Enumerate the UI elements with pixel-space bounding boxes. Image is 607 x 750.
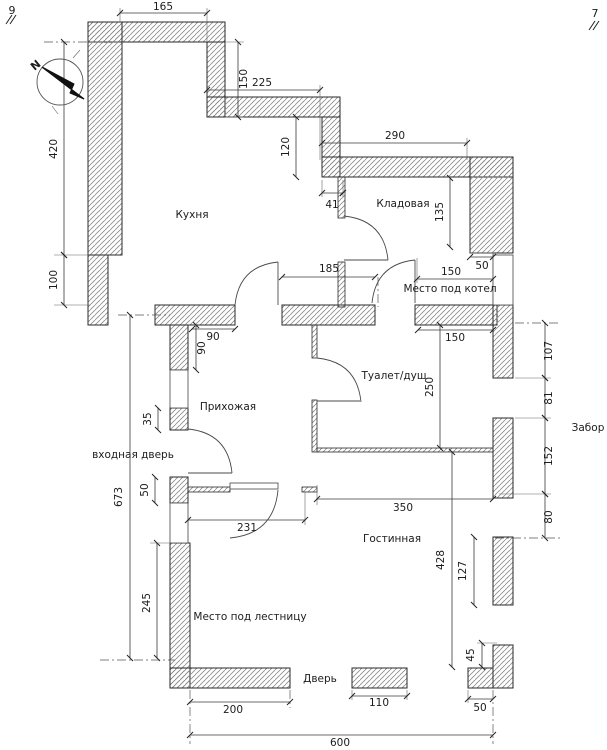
wall-segment (469, 156, 514, 254)
window-opening (492, 254, 514, 306)
windows (169, 254, 514, 544)
window-opening (169, 502, 189, 544)
entrance-door-arc (187, 428, 233, 474)
dim-label: 50 (139, 483, 151, 496)
dim-label: 150 (445, 332, 465, 344)
wall-segment (337, 261, 346, 308)
dim-label: 81 (543, 391, 555, 404)
wall-segment (187, 486, 231, 493)
dimension-labels: 165 150 225 120 290 41 135 420 100 185 5… (48, 1, 555, 749)
dim-label: 150 (441, 266, 461, 278)
wall-segment (492, 304, 514, 379)
wall-segment (311, 324, 318, 359)
corner-mark-right-label: 7 (592, 7, 599, 20)
dim-label: 35 (142, 412, 154, 425)
dim-label: 50 (475, 260, 488, 272)
wall-segment (492, 536, 514, 606)
window-opening (169, 369, 189, 409)
wall-segment (337, 176, 346, 219)
walls (87, 21, 514, 689)
dim-label: 41 (325, 199, 338, 211)
dim-label: 90 (196, 341, 208, 354)
dim-label: 165 (153, 1, 173, 13)
wall-segment (87, 254, 109, 326)
dim-label: 110 (369, 697, 389, 709)
north-compass: N (28, 49, 85, 115)
boiler-door-arc (371, 259, 416, 304)
label-fence: Забор (572, 422, 605, 434)
wall-segment (311, 399, 318, 453)
compass-circle (36, 58, 84, 106)
doors (187, 215, 416, 539)
label-entrance-door: входная дверь (92, 449, 174, 461)
wall-segment (169, 476, 189, 504)
wall-segment (169, 667, 291, 689)
wall-segment (169, 542, 191, 689)
dim-label: 185 (319, 263, 339, 275)
living-room-door-arc (229, 489, 279, 539)
bathroom-door-arc (316, 357, 362, 403)
wall-segment (414, 304, 498, 326)
dimension-lines (60, 9, 549, 739)
room-label-kitchen: Кухня (175, 209, 208, 221)
corner-mark-left-label: 9 (9, 4, 16, 17)
room-labels: Кухня Кладовая Место под котел Туалет/ду… (92, 198, 605, 685)
wall-segment (316, 447, 494, 453)
dim-label: 107 (543, 341, 555, 361)
dim-label: 100 (48, 270, 60, 290)
dim-label: 120 (280, 137, 292, 157)
wall-segment (169, 407, 189, 431)
dim-label: 200 (223, 704, 243, 716)
corner-mark-left: 9 (5, 4, 17, 25)
wall-segment (169, 324, 189, 371)
wall-segment (87, 21, 123, 256)
compass-arrow-line (41, 66, 85, 100)
compass-north-label: N (28, 57, 43, 73)
wall-segment (281, 304, 376, 326)
dim-label: 135 (434, 202, 446, 222)
room-label-bathroom: Туалет/душ (361, 370, 427, 382)
wall-segment (301, 486, 318, 493)
wall-segment (492, 644, 514, 689)
dim-label: 152 (543, 446, 555, 466)
dim-label: 420 (48, 139, 60, 159)
wall-segment (492, 417, 514, 499)
dim-label: 80 (543, 510, 555, 523)
wall-segment (351, 667, 408, 689)
kitchen-door-arc (234, 261, 279, 306)
wall-segment (154, 304, 236, 326)
room-label-pantry: Кладовая (376, 198, 429, 210)
dim-label: 350 (393, 502, 413, 514)
dim-label: 250 (424, 377, 436, 397)
dim-label: 290 (385, 130, 405, 142)
room-label-living-room: Гостинная (363, 533, 421, 545)
dim-label: 231 (237, 522, 257, 534)
dim-label: 50 (473, 702, 486, 714)
dim-label: 150 (238, 69, 250, 89)
dim-label: 245 (141, 593, 153, 613)
room-label-staircase-spot: Место под лестницу (193, 611, 306, 623)
room-label-boiler-spot: Место под котел (403, 283, 496, 295)
dim-label: 225 (252, 77, 272, 89)
dim-label: 600 (330, 737, 350, 749)
living-room-door-leaf (229, 482, 279, 490)
dim-label: 673 (113, 487, 125, 507)
corner-mark-right: 7 (588, 7, 600, 31)
room-label-hallway: Прихожая (200, 401, 256, 413)
pantry-door-arc (343, 215, 389, 261)
wall-segment (467, 667, 494, 689)
dim-label: 127 (457, 561, 469, 581)
label-door: Дверь (303, 673, 337, 685)
dim-label: 428 (435, 550, 447, 570)
dim-label: 90 (206, 331, 219, 343)
dim-label: 45 (465, 648, 477, 661)
